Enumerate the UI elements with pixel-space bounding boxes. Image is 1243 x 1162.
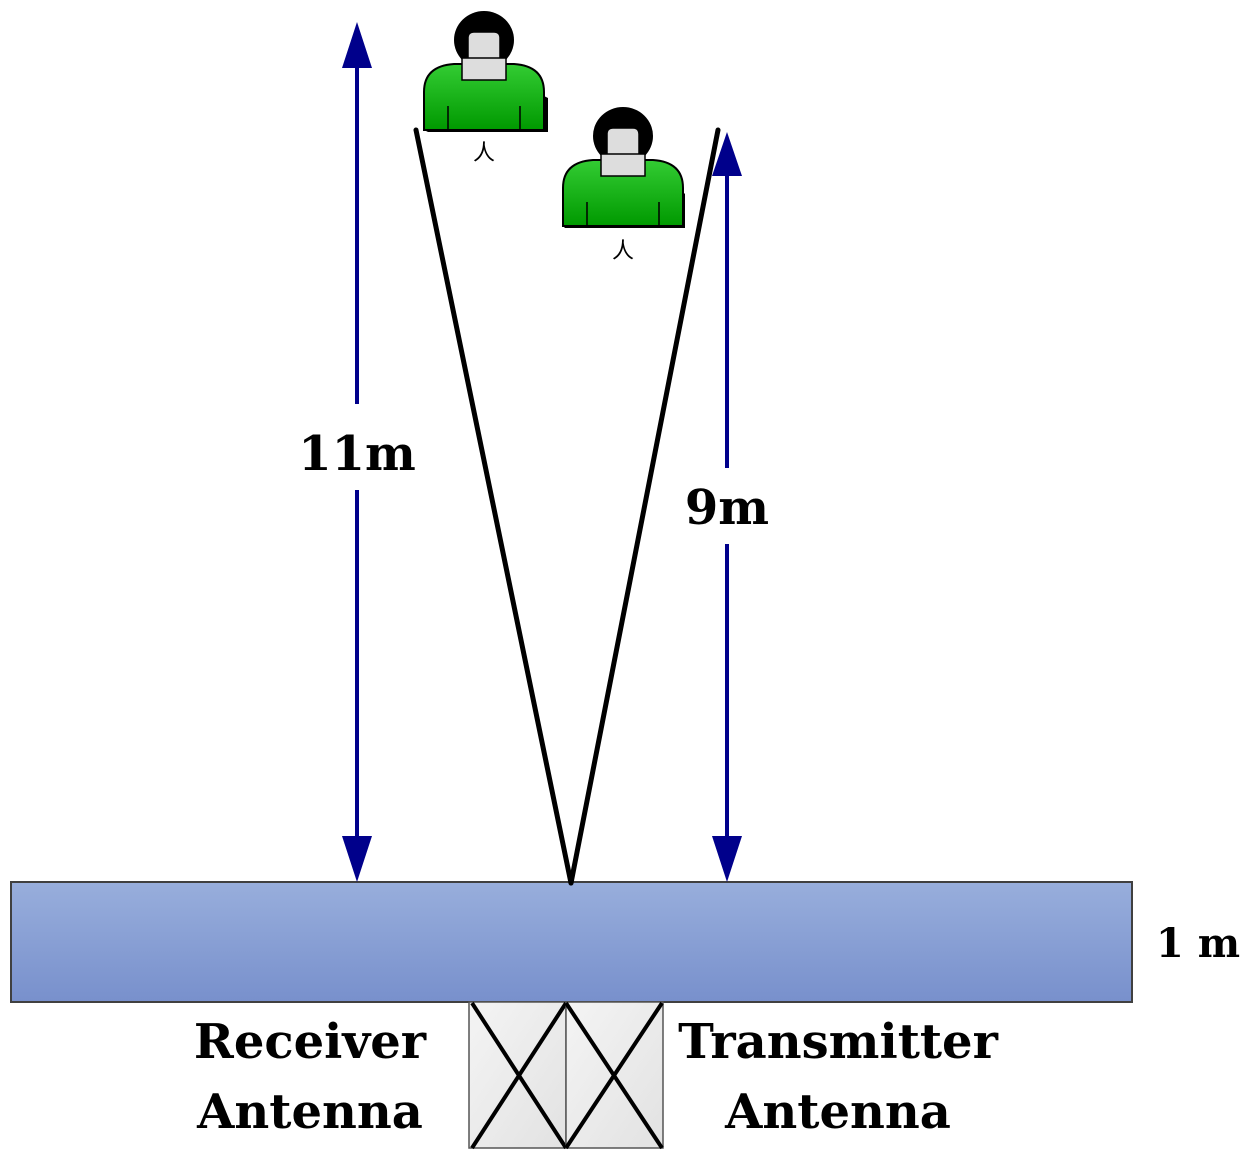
height-left-label: 11m xyxy=(298,426,416,482)
dimension-arrow-left xyxy=(342,22,372,882)
height-right-label: 9m xyxy=(685,480,769,536)
person-2 xyxy=(562,107,685,228)
radar-beam xyxy=(413,127,721,886)
arrow-left-head-up xyxy=(342,22,372,68)
person-1-caption: 人 xyxy=(473,141,495,166)
arrow-left-head-down xyxy=(342,836,372,882)
transmitter-label-line2: Antenna xyxy=(724,1084,951,1140)
receiver-label-line1: Receiver xyxy=(194,1014,427,1070)
person-icon xyxy=(423,11,548,132)
receiver-antenna xyxy=(468,1001,568,1150)
transmitter-antenna xyxy=(564,1001,664,1150)
arrow-right-head-up xyxy=(712,132,742,176)
wall-thickness-label: 1 m xyxy=(1156,920,1240,967)
receiver-label-line2: Antenna xyxy=(196,1084,423,1140)
arrow-right-head-down xyxy=(712,836,742,882)
beam-right-line xyxy=(568,127,721,886)
beam-left-line xyxy=(413,127,574,886)
wall xyxy=(10,881,1133,1003)
transmitter-label-line1: Transmitter xyxy=(678,1014,998,1070)
person-2-caption: 人 xyxy=(612,239,634,264)
person-1 xyxy=(423,11,548,132)
person-icon xyxy=(562,107,685,228)
dimension-arrow-right xyxy=(712,132,742,882)
